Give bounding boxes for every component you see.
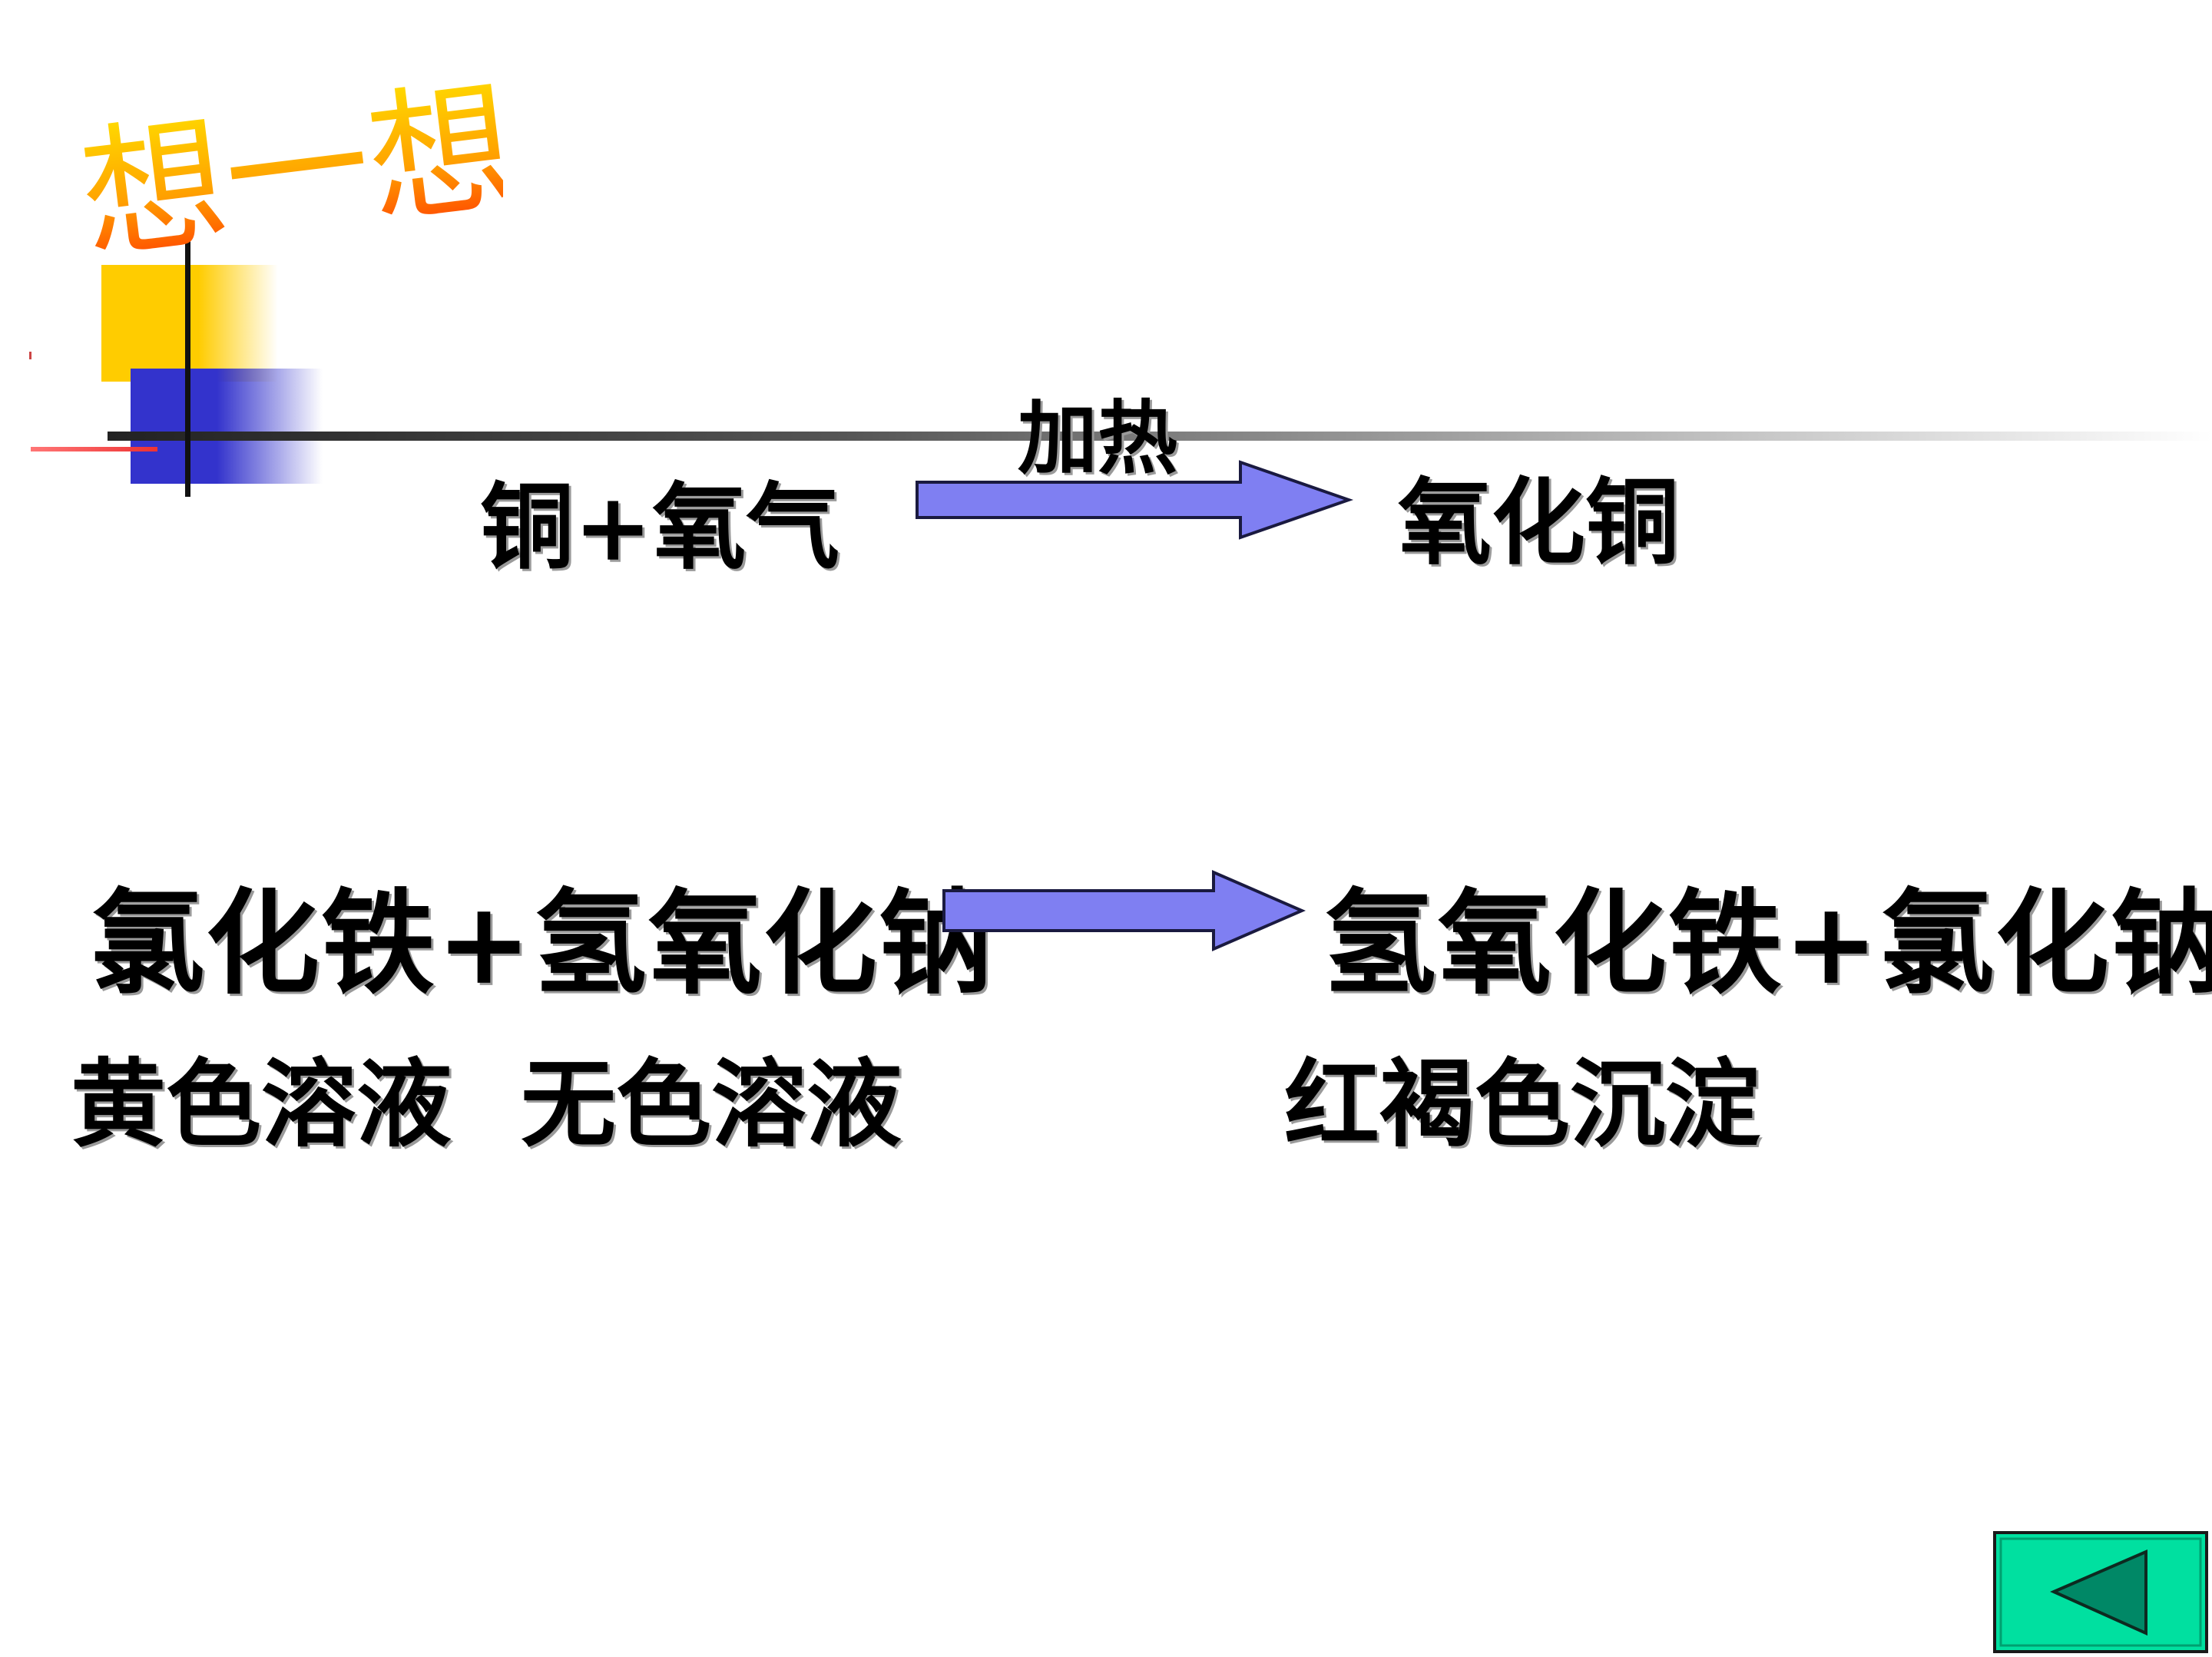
reaction1-product: 氧化铜 xyxy=(1398,467,1679,577)
reaction1-condition: 加热 xyxy=(1018,391,1178,485)
vertical-rule xyxy=(185,240,190,497)
left-triangle-icon xyxy=(2050,1549,2147,1636)
reaction1-arrow xyxy=(916,460,1354,540)
corner-decoration xyxy=(29,240,2212,497)
note-red-brown-precipitate: 红褐色沉淀 xyxy=(1284,1049,1761,1160)
slide-title-text: 想一想 xyxy=(73,62,503,273)
red-accent-line xyxy=(31,447,157,451)
back-button[interactable] xyxy=(1992,1530,2209,1654)
note-yellow-solution: 黄色溶液 xyxy=(71,1049,452,1160)
reaction2-arrow xyxy=(942,869,1306,952)
reaction1-reactants: 铜+氧气 xyxy=(480,471,840,582)
horizontal-rule xyxy=(108,432,2212,441)
reaction2-reactants: 氯化铁+氢氧化钠 xyxy=(91,876,995,1010)
slide-title: 想一想 xyxy=(73,62,503,273)
note-colorless-solution: 无色溶液 xyxy=(521,1049,902,1160)
reaction2-products: 氢氧化铁+氯化钠 xyxy=(1323,876,2212,1010)
blue-square xyxy=(131,369,323,484)
